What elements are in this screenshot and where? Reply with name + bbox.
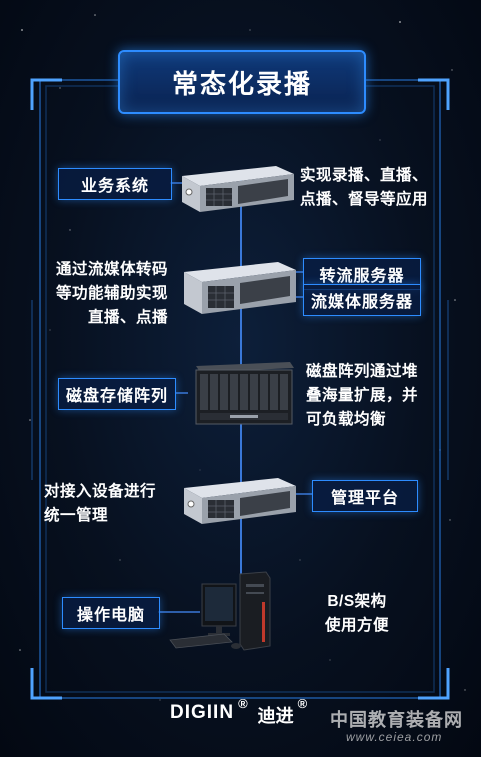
storage-array-icon bbox=[195, 362, 294, 425]
note-business-system: 实现录播、直播、 点播、督导等应用 bbox=[300, 167, 429, 208]
label-streaming-media-server: 流媒体服务器 bbox=[303, 284, 421, 316]
watermark-text: 中国教育装备网 bbox=[330, 710, 463, 731]
rack-server-icon bbox=[182, 166, 294, 212]
note-streaming: 通过流媒体转码 等功能辅助实现 直播、点播 bbox=[55, 261, 168, 326]
label-operator-computer: 操作电脑 bbox=[62, 597, 160, 629]
label-disk-storage-array: 磁盘存储阵列 bbox=[58, 378, 176, 410]
note-disk-array: 磁盘阵列通过堆 叠海量扩展，并 可负载均衡 bbox=[306, 363, 419, 428]
watermark-url: www.ceiea.com bbox=[346, 730, 443, 744]
desktop-computer-icon bbox=[169, 571, 271, 651]
diagram-title: 常态化录播 bbox=[118, 50, 366, 114]
label-management-platform: 管理平台 bbox=[312, 480, 418, 512]
note-management: 对接入设备进行 统一管理 bbox=[44, 483, 157, 524]
rack-server-icon bbox=[184, 262, 296, 314]
registered-mark: ® bbox=[238, 696, 248, 711]
note-operator-computer: B/S架构 使用方便 bbox=[324, 593, 389, 634]
brand-logo: DIGIIN ® 迪进 ® bbox=[170, 696, 307, 728]
registered-mark: ® bbox=[297, 696, 308, 711]
brand-name-en: DIGIIN bbox=[170, 702, 235, 723]
brand-name-cn: 迪进 bbox=[257, 706, 294, 726]
rack-server-icon bbox=[184, 478, 296, 524]
label-business-system: 业务系统 bbox=[58, 168, 172, 200]
